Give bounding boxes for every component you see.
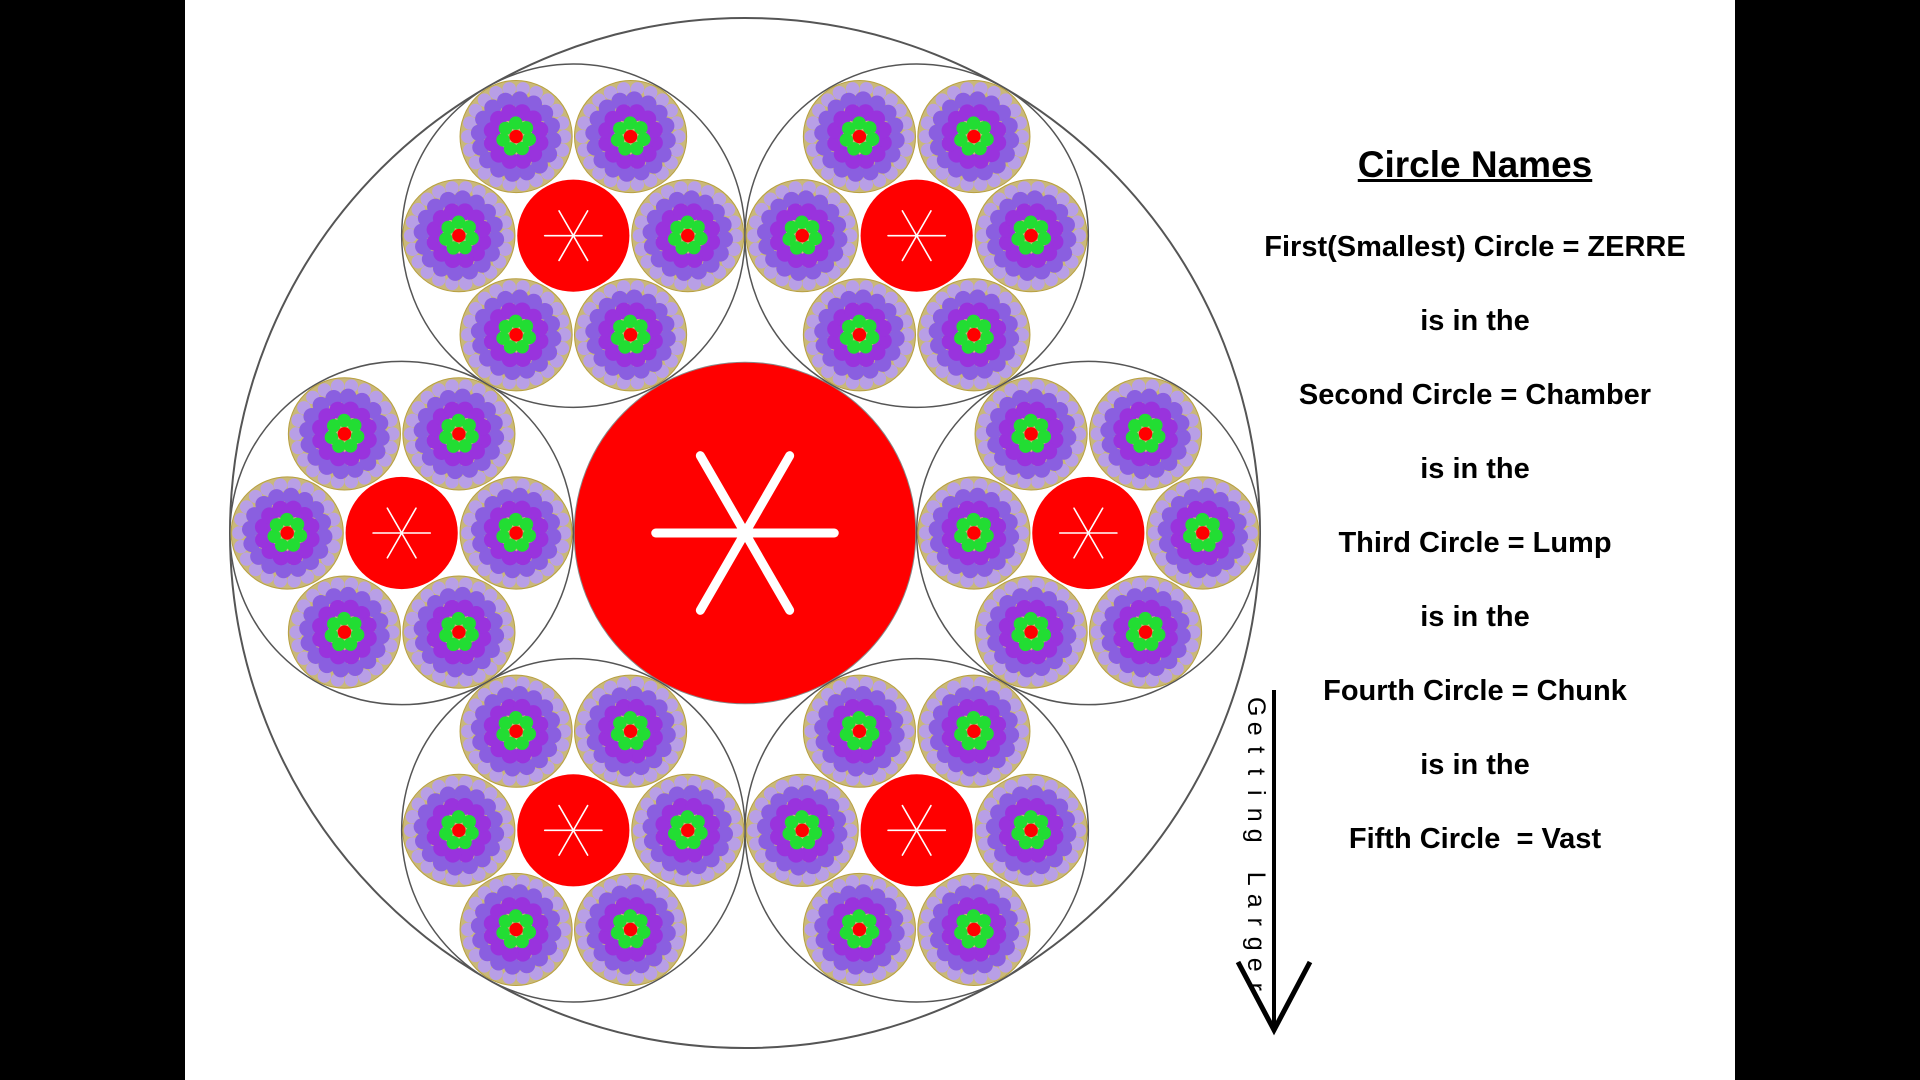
zerre-circle [852, 922, 867, 937]
legend-title: Circle Names [1357, 144, 1593, 185]
zerre-circle [509, 724, 523, 738]
zerre-circle [967, 724, 981, 738]
zerre-circle [337, 427, 352, 441]
legend-line-5: Third Circle = Lump [1338, 527, 1612, 559]
legend-line-2: is in the [1420, 305, 1530, 337]
legend-line-6: is in the [1420, 601, 1530, 633]
zerre-circle [452, 228, 466, 243]
six-spoke-star-icon [372, 507, 432, 559]
six-spoke-star-icon [543, 804, 603, 856]
zerre-circle [852, 129, 867, 144]
zerre-circle [280, 526, 294, 540]
zerre-circle [623, 724, 638, 738]
zerre-circle [681, 823, 695, 838]
zerre-circle [337, 625, 352, 639]
legend-line-7: Fourth Circle = Chunk [1323, 675, 1627, 707]
circle-names-legend: Circle Names First(Smallest) Circle = ZE… [1215, 140, 1735, 876]
zerre-circle [795, 823, 809, 838]
arrow-label-glyph: r [1241, 982, 1270, 991]
zerre-circle [452, 823, 466, 838]
zerre-circle [1138, 625, 1153, 639]
zerre-circle [967, 328, 981, 342]
zerre-circle [852, 724, 867, 738]
zerre-circle [1196, 526, 1210, 540]
legend-line-9: Fifth Circle = Vast [1348, 823, 1602, 855]
zerre-circle [967, 922, 981, 937]
zerre-circle [1024, 427, 1038, 441]
zerre-circle [509, 922, 523, 937]
zerre-circle [452, 427, 466, 441]
six-spoke-star-icon [1058, 507, 1118, 559]
zerre-circle [623, 129, 638, 144]
six-spoke-star-icon [887, 210, 947, 262]
legend-line-1: First(Smallest) Circle = ZERRE [1264, 231, 1686, 263]
legend-line-8: is in the [1420, 749, 1530, 781]
zerre-circle [1024, 625, 1038, 639]
zerre-circle [1024, 228, 1038, 243]
zerre-circle [967, 526, 981, 540]
zerre-circle [795, 228, 809, 243]
zerre-circle [623, 922, 638, 937]
legend-line-3: Second Circle = Chamber [1298, 379, 1652, 411]
zerre-circle [852, 328, 867, 342]
zerre-circle [509, 526, 523, 540]
six-spoke-star-icon [651, 451, 839, 615]
zerre-circle [452, 625, 466, 639]
zerre-circle [967, 129, 981, 144]
zerre-circle [509, 129, 523, 144]
zerre-circle [681, 228, 695, 243]
legend-line-4: is in the [1420, 453, 1530, 485]
zerre-circle [623, 328, 638, 342]
six-spoke-star-icon [887, 804, 947, 856]
zerre-circle [1138, 427, 1153, 441]
zerre-circle [509, 328, 523, 342]
six-spoke-star-icon [543, 210, 603, 262]
zerre-circle [1024, 823, 1038, 838]
